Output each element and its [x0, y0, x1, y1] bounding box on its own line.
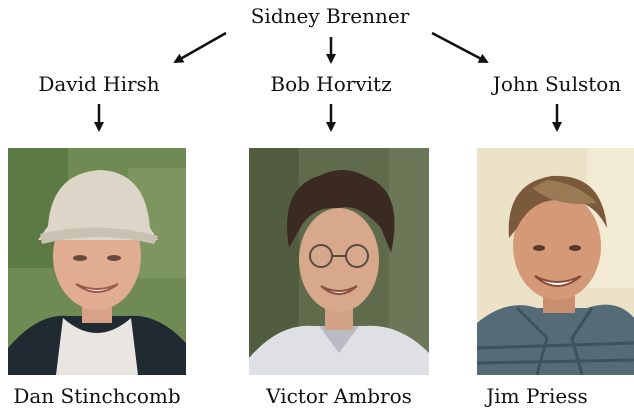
arrow-brenner-to-hirsh: [173, 31, 227, 64]
trainee-name-ambros: Victor Ambros: [266, 384, 412, 408]
photo-priess: [477, 148, 634, 375]
root-name: Sidney Brenner: [250, 4, 410, 28]
photo-ambros: [249, 148, 429, 375]
arrow-brenner-to-sulston: [431, 31, 489, 64]
photo-stinchcomb: [8, 148, 186, 375]
mentor-name-horvitz: Bob Horvitz: [270, 72, 392, 96]
mentor-name-sulston: John Sulston: [492, 72, 622, 96]
trainee-name-stinchcomb: Dan Stinchcomb: [13, 384, 181, 408]
trainee-name-priess: Jim Priess: [486, 384, 588, 408]
mentor-name-hirsh: David Hirsh: [38, 72, 160, 96]
